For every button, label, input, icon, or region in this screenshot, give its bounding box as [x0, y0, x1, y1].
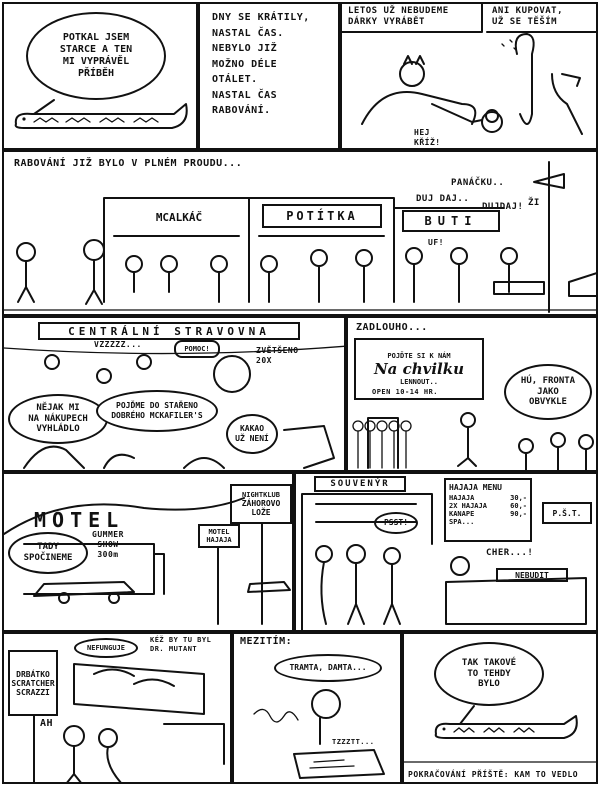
panel-5-canteen: CENTRÁLNÍ STRAVOVNA VZZZZZ... POMOC! ZVĚ… [2, 316, 346, 472]
worm-drawing [14, 99, 188, 129]
ending-worm-drawing [404, 705, 596, 763]
pst-sign: P.Š.T. [542, 502, 592, 524]
store-sign-potitka: POTÍTKA [262, 204, 382, 228]
nightclub-sign: NIGHTKLUB ZÁHOROVO LOŽE [230, 484, 292, 524]
street-drawing [4, 161, 596, 313]
store-sign-buti: BUTI [402, 210, 500, 232]
speech-broken: NEFUNGUJE [74, 638, 138, 658]
motel-drawing [4, 497, 291, 625]
speech-no-cocoa: KAKAO UŽ NENÍ [226, 414, 278, 454]
sfx-tzzzt: TZZZTT... [332, 738, 375, 746]
panel-9-scratcher: DRBÁTKO SCRATCHER SCRAZZI AH NEFUNGUJE K… [2, 632, 232, 784]
placard-sfx: AH [40, 718, 54, 729]
shout-duj-daj: DUJ DAJ.. [416, 194, 470, 204]
speech-tramta: TRAMTA, DAMTA... [274, 654, 382, 682]
panel-10-meanwhile: MEZITÍM: TRAMTA, DAMTA... TZZZTT... [232, 632, 402, 784]
shop-hours: OPEN 10-14 HR. [372, 388, 439, 396]
speech-dr-mutant: KÉŽ BY TU BYL DR. MUTANT [150, 636, 212, 653]
menu-row: SPA... [449, 518, 475, 526]
caption-meanwhile: MEZITÍM: [240, 636, 293, 647]
to-be-continued: POKRAČOVÁNÍ PŘÍŠTĚ: KAM TO VEDLO [408, 770, 579, 779]
scratcher-placard: DRBÁTKO SCRATCHER SCRAZZI [8, 650, 58, 716]
meanwhile-drawing [253, 689, 385, 779]
souvenir-drawing [301, 493, 587, 630]
exclaim-uf: UF! [428, 238, 444, 247]
menu-title: HAJAJA MENU [449, 483, 502, 492]
sign-main-text: Na chvilku [373, 360, 465, 378]
gifts-caption-left: LETOS UŽ NEBUDEME DÁRKY VYRÁBĚT [348, 6, 449, 28]
shout-zi: ŽI [528, 198, 540, 208]
souvenir-sign: SOUVENÝR [314, 476, 406, 492]
panel-11-ending: TAK TAKOVÉ TO TEHDY BYLO POKRAČOVÁNÍ PŘÍ… [402, 632, 598, 784]
panel-1-intro: POTKAL JSEM STARCE A TEN MI VYPRÁVĚL PŘÍ… [2, 2, 198, 150]
panel-2-narration: DNY SE KRÁTILY, NASTAL ČAS. NEBYLO JIŽ M… [198, 2, 340, 150]
canteen-banner: CENTRÁLNÍ STRAVOVNA [38, 322, 300, 340]
panel-7-motel: MOTEL TADY SPOČINEME GUMMER SHOW 300m NI… [2, 472, 294, 632]
panel-3-gifts: LETOS UŽ NEBUDEME DÁRKY VYRÁBĚT ANI KUPO… [340, 2, 598, 150]
gifts-caption-right: ANI KUPOVAT, UŽ SE TĚŠÍM [492, 6, 564, 28]
intro-caption-text: POTKAL JSEM STARCE A TEN MI VYPRÁVĚL PŘÍ… [59, 32, 133, 79]
caption-later: ZADLOUHO... [356, 322, 428, 333]
panel-6-queue: ZADLOUHO... POJĎTE SI K NÁM Na chvilku L… [346, 316, 598, 472]
speech-bubble-intro: POTKAL JSEM STARCE A TEN MI VYPRÁVĚL PŘÍ… [26, 12, 166, 100]
looting-caption: RABOVÁNÍ JIŽ BYLO V PLNÉM PROUDU... [14, 158, 243, 169]
motel-hajaja-sign: MOTEL HAJAJA [198, 524, 240, 548]
gifts-drawing [342, 4, 596, 135]
shout-dujdaj: DUJDAJ! [482, 202, 524, 212]
sign-top-text: POJĎTE SI K NÁM [387, 352, 451, 360]
narration-text: DNY SE KRÁTILY, NASTAL ČAS. NEBYLO JIŽ M… [212, 12, 310, 116]
shop-sign-na-chvilku: POJĎTE SI K NÁM Na chvilku LENNOUT.. [354, 338, 484, 400]
sign-sub-text: LENNOUT.. [400, 378, 438, 386]
shout-panacku: PANÁČKU.. [451, 178, 505, 188]
speech-ending: TAK TAKOVÉ TO TEHDY BYLO [434, 642, 544, 706]
gifts-sfx: HEJ KŘÍŽ! [414, 128, 441, 147]
canteen-drawing [4, 345, 344, 469]
speech-rest-here: TADY SPOČINEME [8, 532, 88, 574]
store-sign-mcalkac: MCALKÁČ [119, 206, 239, 228]
speech-lets-go: POJĎME DO STAŘENO DOBRÉHO MCKAFILER'S [96, 390, 218, 432]
scratcher-drawing [33, 663, 225, 782]
sound-vzzz: VZZZZZ... [94, 340, 142, 349]
sfx-cher: CHER...! [486, 548, 534, 558]
queue-drawing [352, 412, 594, 470]
panel-4-looting: RABOVÁNÍ JIŽ BYLO V PLNÉM PROUDU... MCAL… [2, 150, 598, 316]
speech-shopping: NĚJAK MI NA NÁKUPECH VYHLÁDLO [8, 394, 108, 444]
speech-queue: HÚ, FRONTA JAKO OBVYKLE [504, 364, 592, 420]
